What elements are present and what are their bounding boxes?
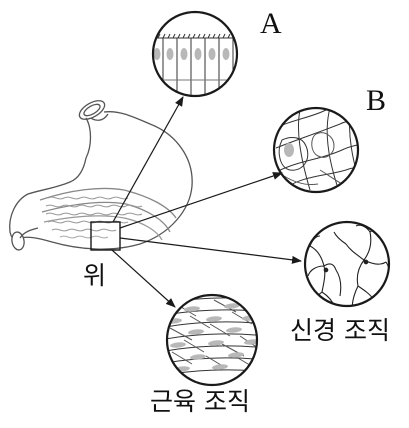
tissue-a-circle (151, 10, 239, 98)
label-a: A (260, 7, 282, 40)
muscle-tissue-circle (165, 293, 259, 387)
stomach-illustration (9, 100, 193, 251)
label-muscle-tissue: 근육 조직 (150, 387, 250, 416)
arrow-to-a (112, 96, 184, 223)
label-nerve-tissue: 신경 조직 (290, 316, 390, 345)
arrow-to-muscle (111, 249, 176, 308)
label-b: B (366, 84, 387, 117)
tissue-sample-box (90, 221, 121, 251)
label-stomach: 위 (83, 261, 107, 290)
arrow-to-nerve (119, 237, 302, 264)
arrow-to-b (119, 172, 283, 229)
nerve-tissue-circle (303, 220, 391, 308)
arrows (111, 96, 302, 308)
tissue-b-circle (272, 106, 360, 194)
